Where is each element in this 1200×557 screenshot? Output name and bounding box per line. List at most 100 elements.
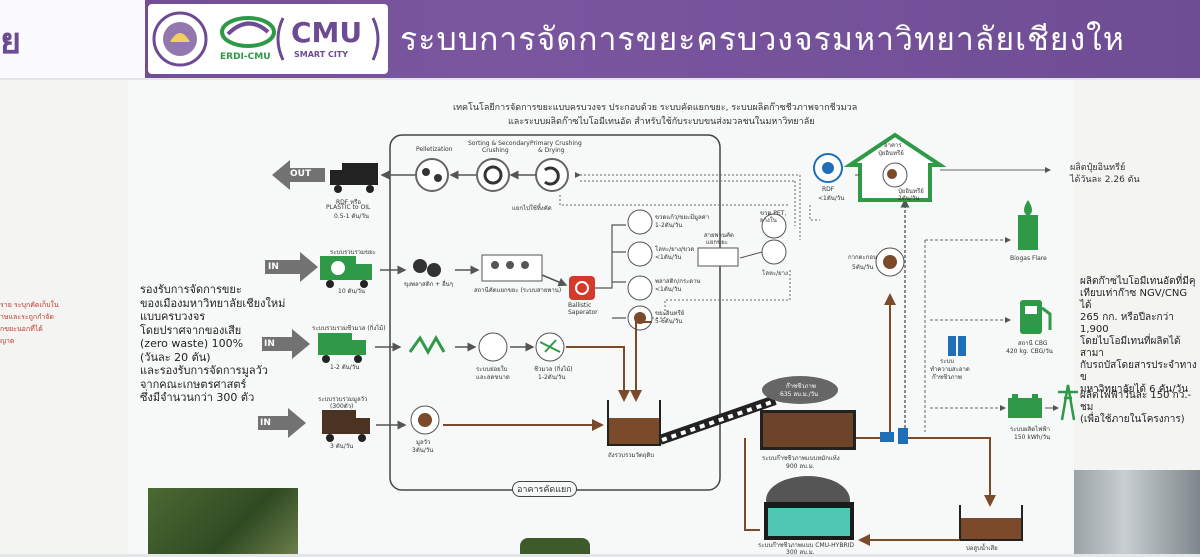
purify-label: ระบบ — [940, 358, 955, 365]
mix-tank-icon — [607, 400, 661, 446]
plastic-label-2: <1ตัน/วัน — [655, 286, 682, 293]
bottle-output-icon — [627, 209, 653, 235]
right-note-line: มหาวิทยาลัยได้ 6 คัน/วัน — [1080, 384, 1189, 395]
left-edge-note-2: าษและระถูกกำจัด — [0, 313, 54, 321]
valve-1-icon — [880, 432, 894, 442]
biomass-branch-icon — [408, 334, 446, 356]
metal-rubber-output-icon — [761, 239, 787, 265]
primary-label-2: & Drying — [538, 147, 565, 154]
purifier-1-icon — [948, 336, 956, 356]
conveyor-label-2: แยกขยะ — [706, 239, 728, 246]
rdf-out-label-2: PLASTIC to OIL — [326, 204, 371, 211]
bags-label: ขุงพลาสติก + อื่นๆ — [404, 281, 453, 288]
waste-truck-icon — [320, 256, 372, 288]
pellet-icon — [415, 158, 449, 192]
pelletization-label: Pelletization — [416, 146, 453, 153]
hybrid-label-2: 300 ลบ.ม. — [786, 549, 815, 556]
right-note-line: ผลิตก๊าซไบโอมีเทนอัดที่มีคุ — [1080, 276, 1196, 287]
left-edge-note-3: กขยะนอกที่ได้ — [0, 325, 43, 333]
fertilizer-building-label-2: ปุ๋ยอินทรีย์ — [878, 150, 904, 157]
manure-qty-label: 3 ตัน/วัน — [330, 443, 354, 450]
banner-title: ระบบการจัดการขยะครบวงจรมหาวิทยาลัยเชียงใ… — [400, 21, 1125, 57]
secondary-crusher-icon — [476, 158, 510, 192]
primary-crusher-icon — [535, 158, 569, 192]
digester-label: ระบบก๊าซชีวภาพแบบหมักแห้ง — [762, 455, 840, 462]
gas-holder-label-2: 635 ลบ.ม./วัน — [780, 391, 819, 398]
sorting-label-2: Crushing — [482, 147, 509, 154]
intro-line-1: เทคโนโลยีการจัดการขยะแบบครบวงจร ประกอบด้… — [453, 103, 858, 113]
site-photo-right — [1074, 470, 1200, 554]
intro-line-2: และระบบผลิตก๊าซไบโอมีเทนอัด สำหรับใช้กับ… — [508, 117, 815, 127]
left-edge-note-1: ราย ระบุกคัดเก็บใน — [0, 301, 59, 309]
rdf-out-label: RDF หรือ — [336, 199, 361, 206]
plastic-label: พลาสติก/กระดาษ — [655, 278, 701, 285]
ballistic-label: Ballistic — [568, 302, 592, 309]
in-label-3: IN — [260, 418, 271, 428]
biomass-qty-label: 1-2 ตัน/วัน — [330, 364, 360, 371]
left-note-line: (zero waste) 100% — [140, 337, 244, 350]
manure-system-label: ระบบรวบรวมมูลวัว — [318, 396, 368, 403]
erdi-logo-text: ERDI-CMU — [220, 52, 271, 62]
out-arrow-icon — [272, 160, 325, 190]
right-note-line: เทียบเท่าก๊าซ NGV/CNG ได้ — [1080, 288, 1188, 311]
power-tower-icon — [1058, 384, 1078, 421]
waste-system-label: ระบบรวบรวมขยะ — [330, 249, 376, 256]
gas-holder-icon — [762, 376, 838, 404]
hybrid-label: ระบบก๊าซชีวภาพแบบ CMU-HYBRID — [758, 542, 855, 549]
mix-tank-label: ถังรวบรวมวัตถุดิบ — [608, 452, 655, 459]
metal-label: โลหะ/ยาง/ขวด — [655, 246, 695, 253]
banner-left-fragment: ย — [0, 0, 145, 78]
metal-label-2: <1ตัน/วัน — [655, 254, 682, 261]
left-note-line: จากคณะเกษตรศาสตร์ — [140, 377, 247, 391]
primary-label: Primary Crushing — [530, 140, 582, 147]
power-label: ระบบผลิตไฟฟ้า — [1010, 426, 1051, 433]
sorting-label: Sorting & Secondary — [468, 140, 530, 147]
cmu-logo-text: CMU — [291, 16, 363, 49]
manure-truck-icon — [322, 410, 370, 442]
left-note-line: ของเมืองมหาวิทยาลัยเชียงใหม่ — [140, 296, 286, 310]
grinder-label: ระบบย่อยใบ — [476, 366, 508, 373]
metal-rubber-label: โลหะ/ยาง — [762, 270, 788, 277]
pet-label-2: ยางใน — [760, 217, 777, 224]
manure-system-label-2: (300ตัว) — [330, 403, 354, 410]
manure-label-2: 3ตัน/วัน — [412, 447, 434, 454]
right-note-power: ผลิตไฟฟ้าวันละ 150 กว.-ชม (เพื่อใช้ภายใน… — [1080, 390, 1200, 426]
cbg-pump-icon — [1020, 300, 1052, 334]
biomass-output-label-2: 1-2ตัน/วัน — [538, 374, 566, 381]
ballistic-label-2: Saperator — [568, 309, 598, 316]
pet-label: ขวด PET, — [760, 210, 787, 217]
in-arrow-1-icon — [265, 252, 318, 282]
in-label-2: IN — [264, 339, 275, 349]
left-note-line: ซึ่งมีจำนวนกว่า 300 ตัว — [140, 391, 255, 404]
plant-foliage — [520, 538, 590, 554]
conveyor-2-icon — [697, 247, 739, 267]
waste-qty-label: 10 ตัน/วัน — [338, 288, 366, 295]
in-arrow-3-icon — [258, 408, 306, 438]
rdf-label: RDF — [822, 186, 835, 193]
biomass-system-label: ระบบรวบรวมชีวมวล (กิ่งไม้) — [312, 325, 386, 332]
pet-output-icon — [761, 213, 787, 239]
right-note-cbg: ผลิตก๊าซไบโอมีเทนอัดที่มีคุ เทียบเท่าก๊า… — [1080, 276, 1200, 396]
left-note-line: โดยปราศจากของเสีย — [140, 323, 242, 337]
biomass-truck-icon — [318, 333, 366, 363]
garbage-bag-icon — [413, 259, 441, 277]
rdf-label-2: <1ตัน/วัน — [818, 195, 845, 202]
manure-label: มูลวัว — [416, 439, 431, 446]
site-photo-left — [148, 488, 298, 554]
biomass-output-label: ชีวมวล (กิ่งไม้) — [534, 366, 573, 373]
purifier-2-icon — [958, 336, 966, 356]
fertilizer-qty-label: ปุ๋ยอินทรีย์ — [898, 188, 924, 195]
logos — [152, 11, 380, 67]
plastic-output-icon — [627, 275, 653, 301]
left-note: รองรับการจัดการขยะ ของเมืองมหาวิทยาลัยเช… — [140, 283, 285, 405]
logo-strip: ERDI-CMU CMU SMART CITY — [148, 4, 388, 74]
cmu-arc-icon — [276, 17, 285, 61]
right-note-line: 265 กก. หรือปีละกว่า 1,900 — [1080, 312, 1174, 335]
grinder-icon — [478, 332, 508, 362]
battery-icon — [1008, 394, 1042, 418]
residue-label: กากตะกอน — [848, 254, 878, 261]
left-note-line: แบบครบวงจร — [140, 310, 206, 323]
sorting-building-label: อาคารคัดแยก — [512, 481, 577, 497]
fertilizer-output-label-2: ได้วันละ 2.26 ตัน — [1070, 175, 1140, 185]
organic-label-2: 5-6ตัน/วัน — [655, 318, 683, 325]
